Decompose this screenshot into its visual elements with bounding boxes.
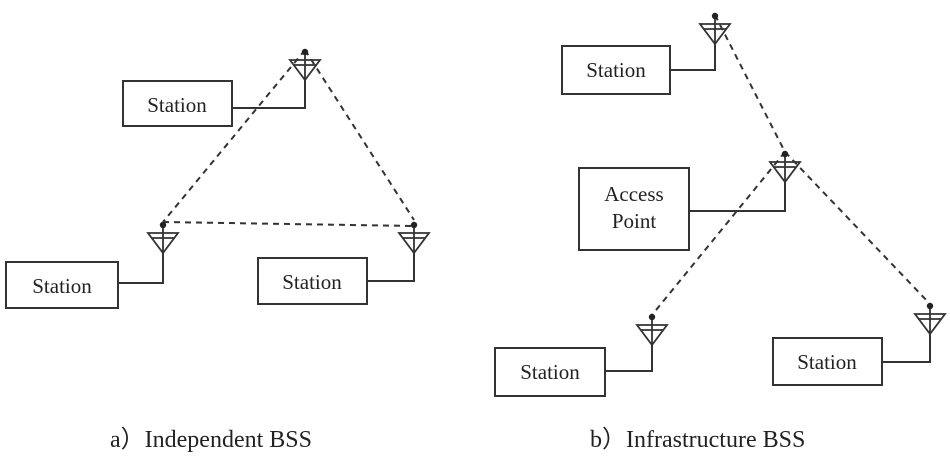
station-cable bbox=[882, 332, 931, 363]
wireless-link-ap-top bbox=[714, 14, 786, 153]
antenna-icon bbox=[398, 220, 430, 254]
antenna-icon bbox=[914, 301, 946, 335]
caption-independent-bss: a）Independent BSS bbox=[110, 427, 312, 453]
access-point-cable bbox=[689, 180, 786, 212]
station-node-bottom-left: Station bbox=[494, 312, 668, 397]
station-node-bottom-right: Station bbox=[772, 301, 946, 386]
station-cable bbox=[232, 78, 306, 109]
station-node-bottom-left: Station bbox=[5, 220, 179, 309]
station-label: Station bbox=[282, 270, 342, 294]
infrastructure-bss-diagram: Station Access Point Station Station b）I… bbox=[494, 11, 946, 453]
access-point-box bbox=[578, 167, 690, 251]
station-label: Station bbox=[586, 58, 646, 82]
station-box bbox=[122, 80, 233, 127]
station-box bbox=[494, 347, 606, 397]
station-cable bbox=[367, 251, 415, 282]
wireless-link-top-left bbox=[162, 49, 306, 223]
station-node-top: Station bbox=[122, 47, 321, 127]
access-point-node: Access Point bbox=[578, 149, 801, 251]
station-cable bbox=[670, 42, 716, 71]
wireless-link-top-right bbox=[304, 49, 415, 221]
station-node-top: Station bbox=[561, 11, 731, 95]
wireless-link-bottom bbox=[162, 221, 415, 227]
station-node-bottom-right: Station bbox=[257, 220, 430, 305]
station-cable bbox=[118, 251, 164, 284]
access-point-label-line1: Access bbox=[604, 182, 663, 206]
station-label: Station bbox=[32, 274, 92, 298]
station-label: Station bbox=[520, 360, 580, 384]
antenna-icon bbox=[769, 149, 801, 183]
wireless-link-ap-bottom-left bbox=[651, 151, 786, 316]
antenna-icon bbox=[289, 47, 321, 81]
independent-bss-diagram: Station Station Station a）Independent BS… bbox=[5, 47, 430, 453]
antenna-icon bbox=[147, 220, 179, 254]
access-point-label-line2: Point bbox=[612, 209, 657, 233]
station-box bbox=[257, 257, 368, 305]
antenna-icon bbox=[636, 312, 668, 346]
station-label: Station bbox=[147, 93, 207, 117]
antenna-icon bbox=[699, 11, 731, 45]
caption-infrastructure-bss: b）Infrastructure BSS bbox=[590, 427, 805, 453]
station-box bbox=[772, 337, 883, 386]
wireless-link-ap-bottom-right bbox=[784, 151, 931, 305]
station-box bbox=[5, 261, 119, 309]
station-label: Station bbox=[797, 350, 857, 374]
station-box bbox=[561, 45, 671, 95]
station-cable bbox=[605, 343, 653, 372]
